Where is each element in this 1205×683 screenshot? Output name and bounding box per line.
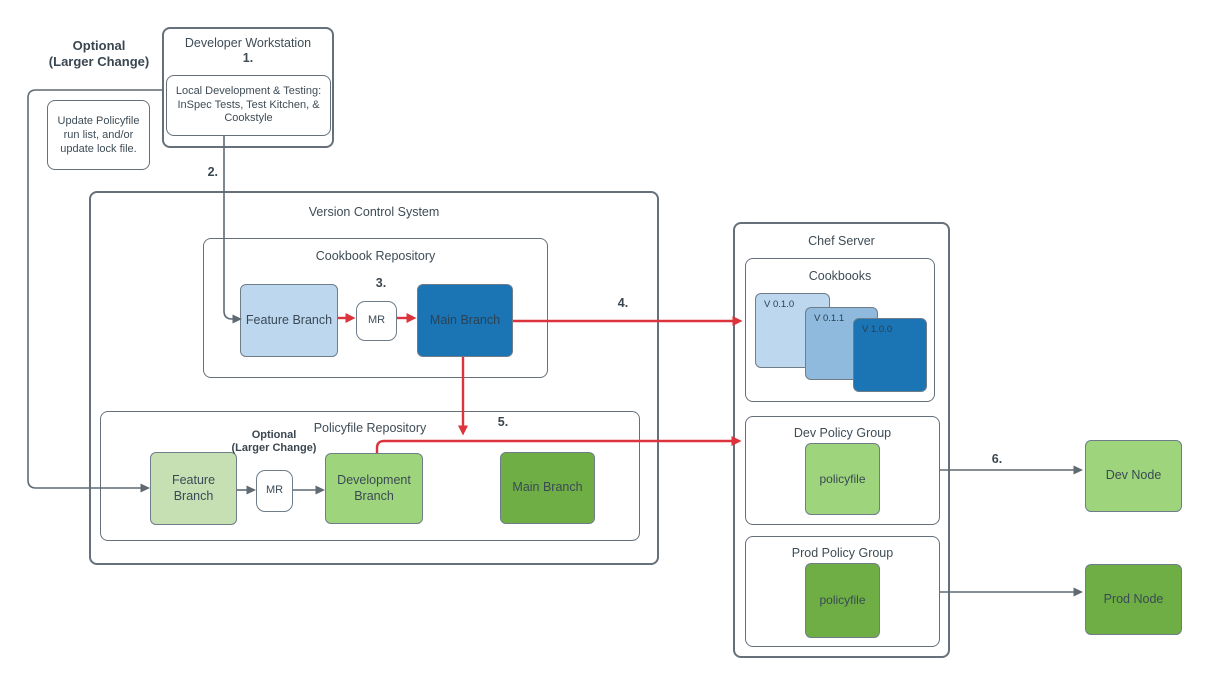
update-policyfile-note-box: Update Policyfile run list, and/or updat… [47,100,150,170]
dev-node-label: Dev Node [1105,468,1162,483]
policyfile-feature-branch-node: Feature Branch [150,452,237,525]
cookbook-repository-box: Cookbook Repository [203,238,548,378]
optional-mid-line2: (Larger Change) [231,442,317,455]
policyfile-repository-title: Policyfile Repository [313,421,427,435]
step-4-label: 4. [617,296,629,310]
step-3-label: 3. [375,276,387,290]
optional-top-line1: Optional [72,38,126,53]
developer-workstation-title: Developer Workstation [184,36,312,50]
step-6-label: 6. [991,452,1003,466]
policyfile-main-branch-node: Main Branch [500,452,595,524]
development-branch-node: Development Branch [325,453,423,524]
step-2-label: 2. [207,165,218,179]
cookbook-version-v100-label: V 1.0.0 [862,324,893,335]
local-development-testing-text: Local Development & Testing: InSpec Test… [175,84,322,125]
prod-policyfile-label: policyfile [819,593,866,607]
cookbooks-box: Cookbooks [745,258,935,402]
optional-larger-change-top-label: Optional (Larger Change) [26,38,172,69]
prod-node-box: Prod Node [1085,564,1182,635]
prod-policy-group-box: Prod Policy Group [745,536,940,647]
optional-top-line2: (Larger Change) [48,53,150,69]
dev-node-box: Dev Node [1085,440,1182,512]
prod-policyfile-node: policyfile [805,563,880,638]
version-control-system-title: Version Control System [308,205,440,219]
cookbook-mr-label: MR [367,314,386,327]
cookbook-version-v010-label: V 0.1.0 [764,299,795,310]
optional-mid-line1: Optional [251,429,297,441]
step-5-label: 5. [497,415,509,429]
policyfile-feature-branch-label: Feature Branch [171,472,216,503]
cookbook-feature-branch-node: Feature Branch [240,284,338,357]
cookbook-version-card-v100: V 1.0.0 [853,318,927,392]
developer-workstation-box: Developer Workstation 1. [162,27,334,148]
update-policyfile-note-text: Update Policyfile run list, and/or updat… [57,114,140,156]
step-1-label: 1. [242,51,254,65]
dev-policyfile-node: policyfile [805,443,880,515]
prod-node-label: Prod Node [1103,591,1164,606]
policyfile-main-branch-label: Main Branch [512,480,583,495]
prod-policy-group-title: Prod Policy Group [791,546,894,560]
policyfile-mr-node: MR [256,470,293,512]
cookbook-feature-branch-label: Feature Branch [245,312,333,327]
chef-server-title: Chef Server [808,234,875,248]
cookbook-main-branch-label: Main Branch [429,312,501,327]
cookbook-version-v011-label: V 0.1.1 [814,313,845,324]
dev-policy-group-title: Dev Policy Group [793,426,892,440]
local-development-testing-box: Local Development & Testing: InSpec Test… [166,75,331,136]
development-branch-label: Development Branch [337,472,411,503]
policyfile-mr-label: MR [265,484,284,497]
cookbooks-title: Cookbooks [808,269,872,283]
cookbook-repository-title: Cookbook Repository [315,249,436,263]
cookbook-main-branch-node: Main Branch [417,284,513,357]
dev-policyfile-label: policyfile [819,471,866,486]
cookbook-mr-node: MR [356,301,397,341]
optional-larger-change-mid-label: Optional (Larger Change) [214,429,334,455]
dev-policy-group-box: Dev Policy Group [745,416,940,525]
